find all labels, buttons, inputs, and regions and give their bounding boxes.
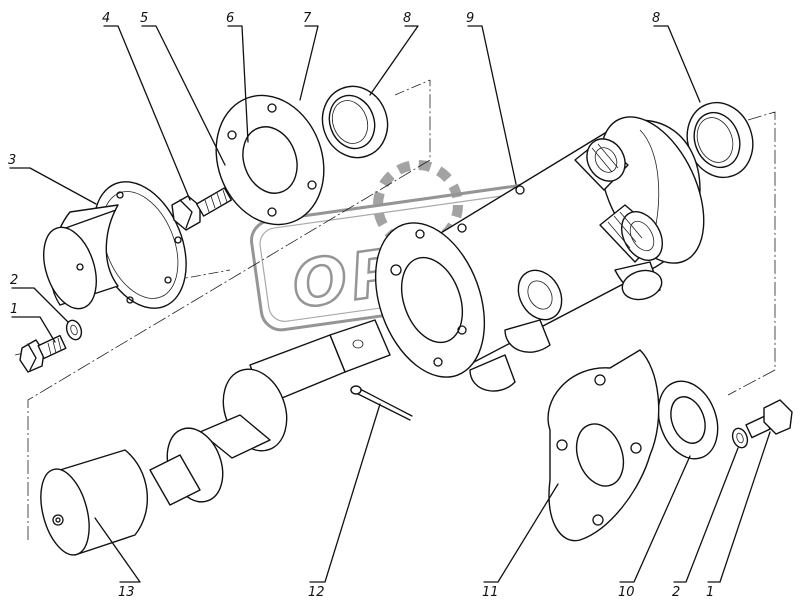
- callout-1-left: 1: [10, 302, 18, 317]
- main-housing: [374, 116, 705, 392]
- callout-2-right: 2: [672, 585, 680, 600]
- bolt-left: [19, 334, 67, 373]
- callout-12: 12: [308, 585, 325, 600]
- callout-6: 6: [226, 11, 234, 26]
- flat-gasket: [657, 380, 719, 460]
- callout-11: 11: [482, 585, 499, 600]
- callout-7: 7: [303, 11, 312, 26]
- washer-right: [731, 427, 749, 449]
- callout-3: 3: [8, 153, 16, 168]
- flanged-cover: [43, 181, 187, 310]
- callout-1-right: 1: [706, 585, 714, 600]
- sealing-ring-right: [686, 101, 754, 179]
- callout-5: 5: [140, 11, 148, 26]
- callout-8-left: 8: [403, 11, 411, 26]
- callout-2-left: 2: [10, 273, 18, 288]
- mounting-plate: [547, 349, 660, 542]
- bolt-right: [745, 399, 793, 439]
- callout-9: 9: [466, 11, 474, 26]
- callout-4: 4: [102, 11, 110, 26]
- washer-left: [65, 319, 83, 341]
- callout-13: 13: [118, 585, 135, 600]
- callout-labels: 1 2 3 4 5 6 7 8 9 8 10 11 12 13 2 1: [8, 11, 714, 600]
- flange-plate: [215, 94, 325, 226]
- callout-10: 10: [618, 585, 635, 600]
- stepped-shaft: [40, 319, 391, 556]
- leader-lines: [9, 25, 771, 583]
- cotter-pin: [350, 385, 413, 421]
- sealing-ring-left: [321, 85, 389, 159]
- callout-8-right: 8: [652, 11, 660, 26]
